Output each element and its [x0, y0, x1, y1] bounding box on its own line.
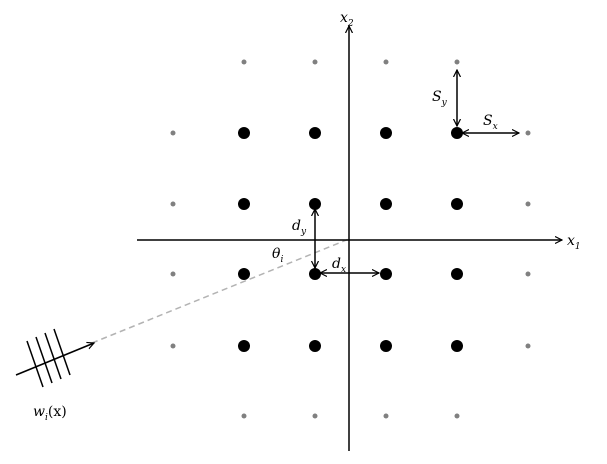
- lattice-point: [380, 340, 392, 352]
- lattice-point: [238, 127, 250, 139]
- lattice-edge-point: [454, 59, 460, 65]
- angle-label: θi: [272, 246, 283, 265]
- lattice-point: [238, 198, 250, 210]
- lattice-point: [309, 340, 321, 352]
- lattice-edge-point: [170, 130, 176, 136]
- lattice-edge-point: [383, 413, 389, 419]
- lattice-point: [451, 127, 463, 139]
- lattice-edge-point: [383, 59, 389, 65]
- lattice-edge-point: [170, 343, 176, 349]
- lattice-point: [380, 268, 392, 280]
- lattice-points: [170, 59, 531, 419]
- lattice-point: [451, 198, 463, 210]
- lattice-edge-point: [454, 413, 460, 419]
- lattice-point: [451, 340, 463, 352]
- lattice-edge-point: [525, 201, 531, 207]
- lattice-point: [238, 268, 250, 280]
- lattice-point: [380, 127, 392, 139]
- lattice-edge-point: [312, 413, 318, 419]
- x2-axis-label: x2: [340, 10, 354, 29]
- lattice-point: [380, 198, 392, 210]
- lattice-edge-point: [525, 343, 531, 349]
- lattice-edge-point: [241, 59, 247, 65]
- lattice-point: [451, 268, 463, 280]
- lattice-edge-point: [312, 59, 318, 65]
- lattice-point: [309, 198, 321, 210]
- lattice-edge-point: [170, 271, 176, 277]
- lattice-edge-point: [241, 413, 247, 419]
- lattice-edge-point: [525, 271, 531, 277]
- x1-axis-label: x1: [567, 233, 581, 252]
- incoming-wave-icon: [15, 328, 94, 388]
- lattice-point: [309, 127, 321, 139]
- lattice-point: [238, 340, 250, 352]
- lattice-edge-point: [525, 130, 531, 136]
- offset-y-label: dy: [292, 218, 307, 237]
- offset-x-label: dx: [332, 256, 346, 275]
- spacing-y-label: Sy: [432, 89, 448, 108]
- wave-label: wi(x): [33, 404, 67, 423]
- spacing-x-label: Sx: [483, 113, 498, 132]
- lattice-edge-point: [170, 201, 176, 207]
- incident-ray: [91, 238, 350, 344]
- lattice-point: [309, 268, 321, 280]
